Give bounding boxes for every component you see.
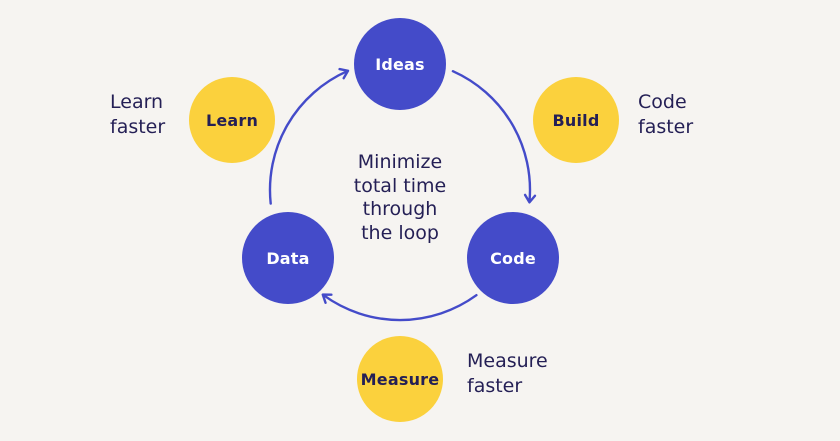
node-code: Code xyxy=(467,212,559,304)
node-learn-label: Learn xyxy=(205,110,259,130)
node-data: Data xyxy=(242,212,334,304)
caption-learn-faster: Learn faster xyxy=(110,91,166,139)
caption-code-faster: Code faster xyxy=(638,91,694,139)
node-measure: Measure xyxy=(357,336,443,422)
node-learn: Learn xyxy=(189,77,275,163)
node-build: Build xyxy=(533,77,619,163)
node-build-label: Build xyxy=(552,110,600,130)
node-ideas: Ideas xyxy=(354,18,446,110)
center-caption: Minimize total time through the loop xyxy=(353,151,447,244)
node-data-label: Data xyxy=(266,248,310,268)
node-measure-label: Measure xyxy=(360,369,440,389)
caption-measure-faster: Measure faster xyxy=(467,350,548,398)
node-ideas-label: Ideas xyxy=(375,54,425,74)
node-code-label: Code xyxy=(490,248,536,268)
arrow-code-to-data-icon xyxy=(321,293,478,322)
